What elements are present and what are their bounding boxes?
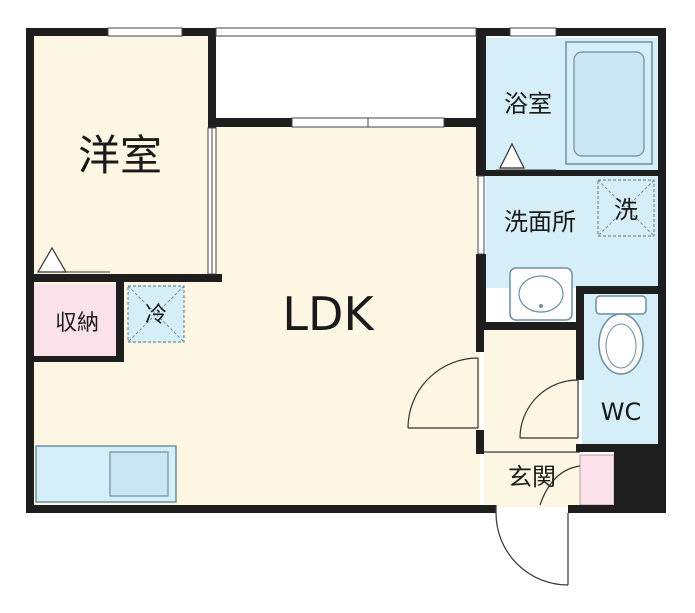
washer-pan-diag-1 <box>597 179 655 237</box>
balcony-floor <box>216 36 476 118</box>
wall-toilet-left <box>576 286 584 380</box>
wall-storage-bottom <box>26 356 124 362</box>
entrance-step-curve <box>539 465 581 506</box>
label-washer: 洗 <box>614 196 638 224</box>
wall-wet-left-lower <box>476 254 486 330</box>
wall-western-right <box>208 28 216 128</box>
window-bath-top <box>509 27 557 37</box>
label-entrance: 玄関 <box>508 463 556 491</box>
wash-basin-bowl <box>518 275 564 313</box>
wall-hall-left-lower <box>476 430 484 454</box>
wall-wash-bottom <box>476 322 582 330</box>
toilet-tank <box>595 295 647 315</box>
label-fridge: 冷 <box>145 303 167 328</box>
fridge-diag-2 <box>127 285 185 343</box>
sliding-door-wash <box>477 175 485 255</box>
label-bathroom: 浴室 <box>504 90 552 118</box>
fridge-diag-1 <box>127 285 185 343</box>
wall-wash-bottom-right <box>578 286 666 294</box>
label-toilet: WC <box>601 398 642 426</box>
wall-storage-right <box>116 278 124 358</box>
western-room-floor <box>34 36 210 274</box>
wall-right <box>658 28 666 513</box>
window-western-top <box>107 27 183 37</box>
wash-basin-drain <box>539 304 543 308</box>
label-western-room: 洋室 <box>78 131 162 180</box>
label-storage: 収納 <box>55 311 99 336</box>
ldk-floor <box>214 127 480 507</box>
wall-wet-left <box>476 28 486 176</box>
door-ldk-hall-swing <box>407 357 479 429</box>
toilet-seat <box>605 323 637 369</box>
labels: 洋室 収納 冷 LDK 浴室 洗面所 洗 WC 玄関 <box>55 90 641 491</box>
wall-bottom <box>26 505 496 513</box>
label-ldk: LDK <box>282 287 375 341</box>
entrance-floor <box>484 452 580 507</box>
doors <box>407 357 581 586</box>
washer-pan-diag-2 <box>597 179 655 237</box>
bathtub-inner <box>573 51 645 157</box>
wall-left <box>26 28 34 513</box>
fixtures <box>35 41 655 503</box>
label-washroom: 洗面所 <box>504 208 576 236</box>
door-entrance-swing <box>495 512 569 586</box>
wall-bath-bottom <box>486 170 658 176</box>
window-balcony-top <box>215 27 477 37</box>
kitchen-sink <box>109 451 169 497</box>
door-toilet-swing <box>519 379 579 439</box>
storage-floor <box>34 284 116 356</box>
wall-corner-block <box>614 452 666 513</box>
hall-floor <box>484 330 578 450</box>
wall-toilet-bottom <box>576 444 666 452</box>
windows <box>107 27 557 275</box>
shoe-box <box>579 454 615 506</box>
wall-hall-left <box>476 322 484 352</box>
wall-top-right <box>476 28 666 36</box>
bath-marker-icon <box>499 142 525 169</box>
